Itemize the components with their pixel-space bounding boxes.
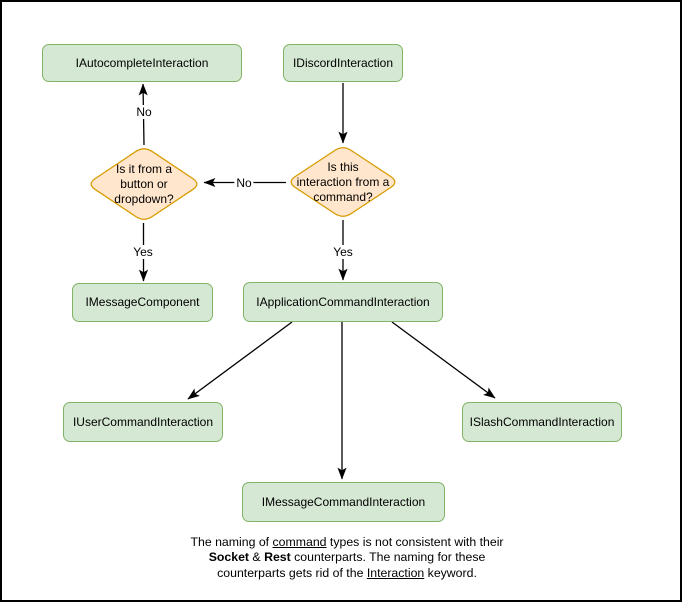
- decision-command-shape: [290, 147, 396, 217]
- note-text: counterparts. The naming for these: [290, 550, 486, 565]
- edge-application-command-to-user-command: [187, 321, 293, 400]
- decision-button-dropdown-shape: [90, 148, 198, 220]
- note-text: keyword.: [424, 565, 477, 580]
- node-label: IUserCommandInteraction: [72, 414, 214, 429]
- node-label: IApplicationCommandInteraction: [256, 294, 430, 309]
- note-text: The naming of: [190, 535, 273, 549]
- note-underline-command: command: [272, 535, 327, 549]
- node-autocomplete-interaction: IAutocompleteInteraction: [42, 44, 242, 82]
- decision-button-dropdown-label: Is it from a button or dropdown?: [114, 161, 174, 206]
- note-text: counterparts gets rid of the: [217, 565, 367, 580]
- node-message-command-interaction: IMessageCommandInteraction: [242, 482, 445, 522]
- note-underline-interaction: Interaction: [366, 565, 425, 580]
- node-label: IMessageComponent: [85, 295, 200, 309]
- edge-application-command-to-slash-command: [391, 321, 496, 399]
- decision-command-label: Is this interaction from a command?: [296, 159, 390, 204]
- naming-note: The naming of command types is not consi…: [147, 535, 547, 581]
- note-bold-socket: Socket: [208, 550, 250, 565]
- node-user-command-interaction: IUserCommandInteraction: [63, 402, 223, 442]
- node-label: IAutocompleteInteraction: [75, 55, 209, 70]
- node-application-command-interaction: IApplicationCommandInteraction: [243, 282, 443, 322]
- node-discord-interaction: IDiscordInteraction: [283, 44, 403, 82]
- edge-label-yes-to-application-command: Yes: [331, 245, 355, 259]
- node-label: IDiscordInteraction: [292, 55, 394, 70]
- note-text: &: [249, 550, 265, 565]
- edge-label-no-to-autocomplete: No: [134, 105, 154, 119]
- node-label: IMessageCommandInteraction: [261, 494, 426, 509]
- edge-label-yes-to-message-component: Yes: [131, 245, 155, 259]
- note-text: types is not consistent with their: [326, 535, 504, 549]
- node-slash-command-interaction: ISlashCommandInteraction: [462, 402, 622, 442]
- edge-label-no-to-button-decision: No: [234, 176, 254, 190]
- node-message-component: IMessageComponent: [72, 283, 213, 322]
- node-label: ISlashCommandInteraction: [469, 414, 615, 429]
- note-bold-rest: Rest: [264, 550, 291, 565]
